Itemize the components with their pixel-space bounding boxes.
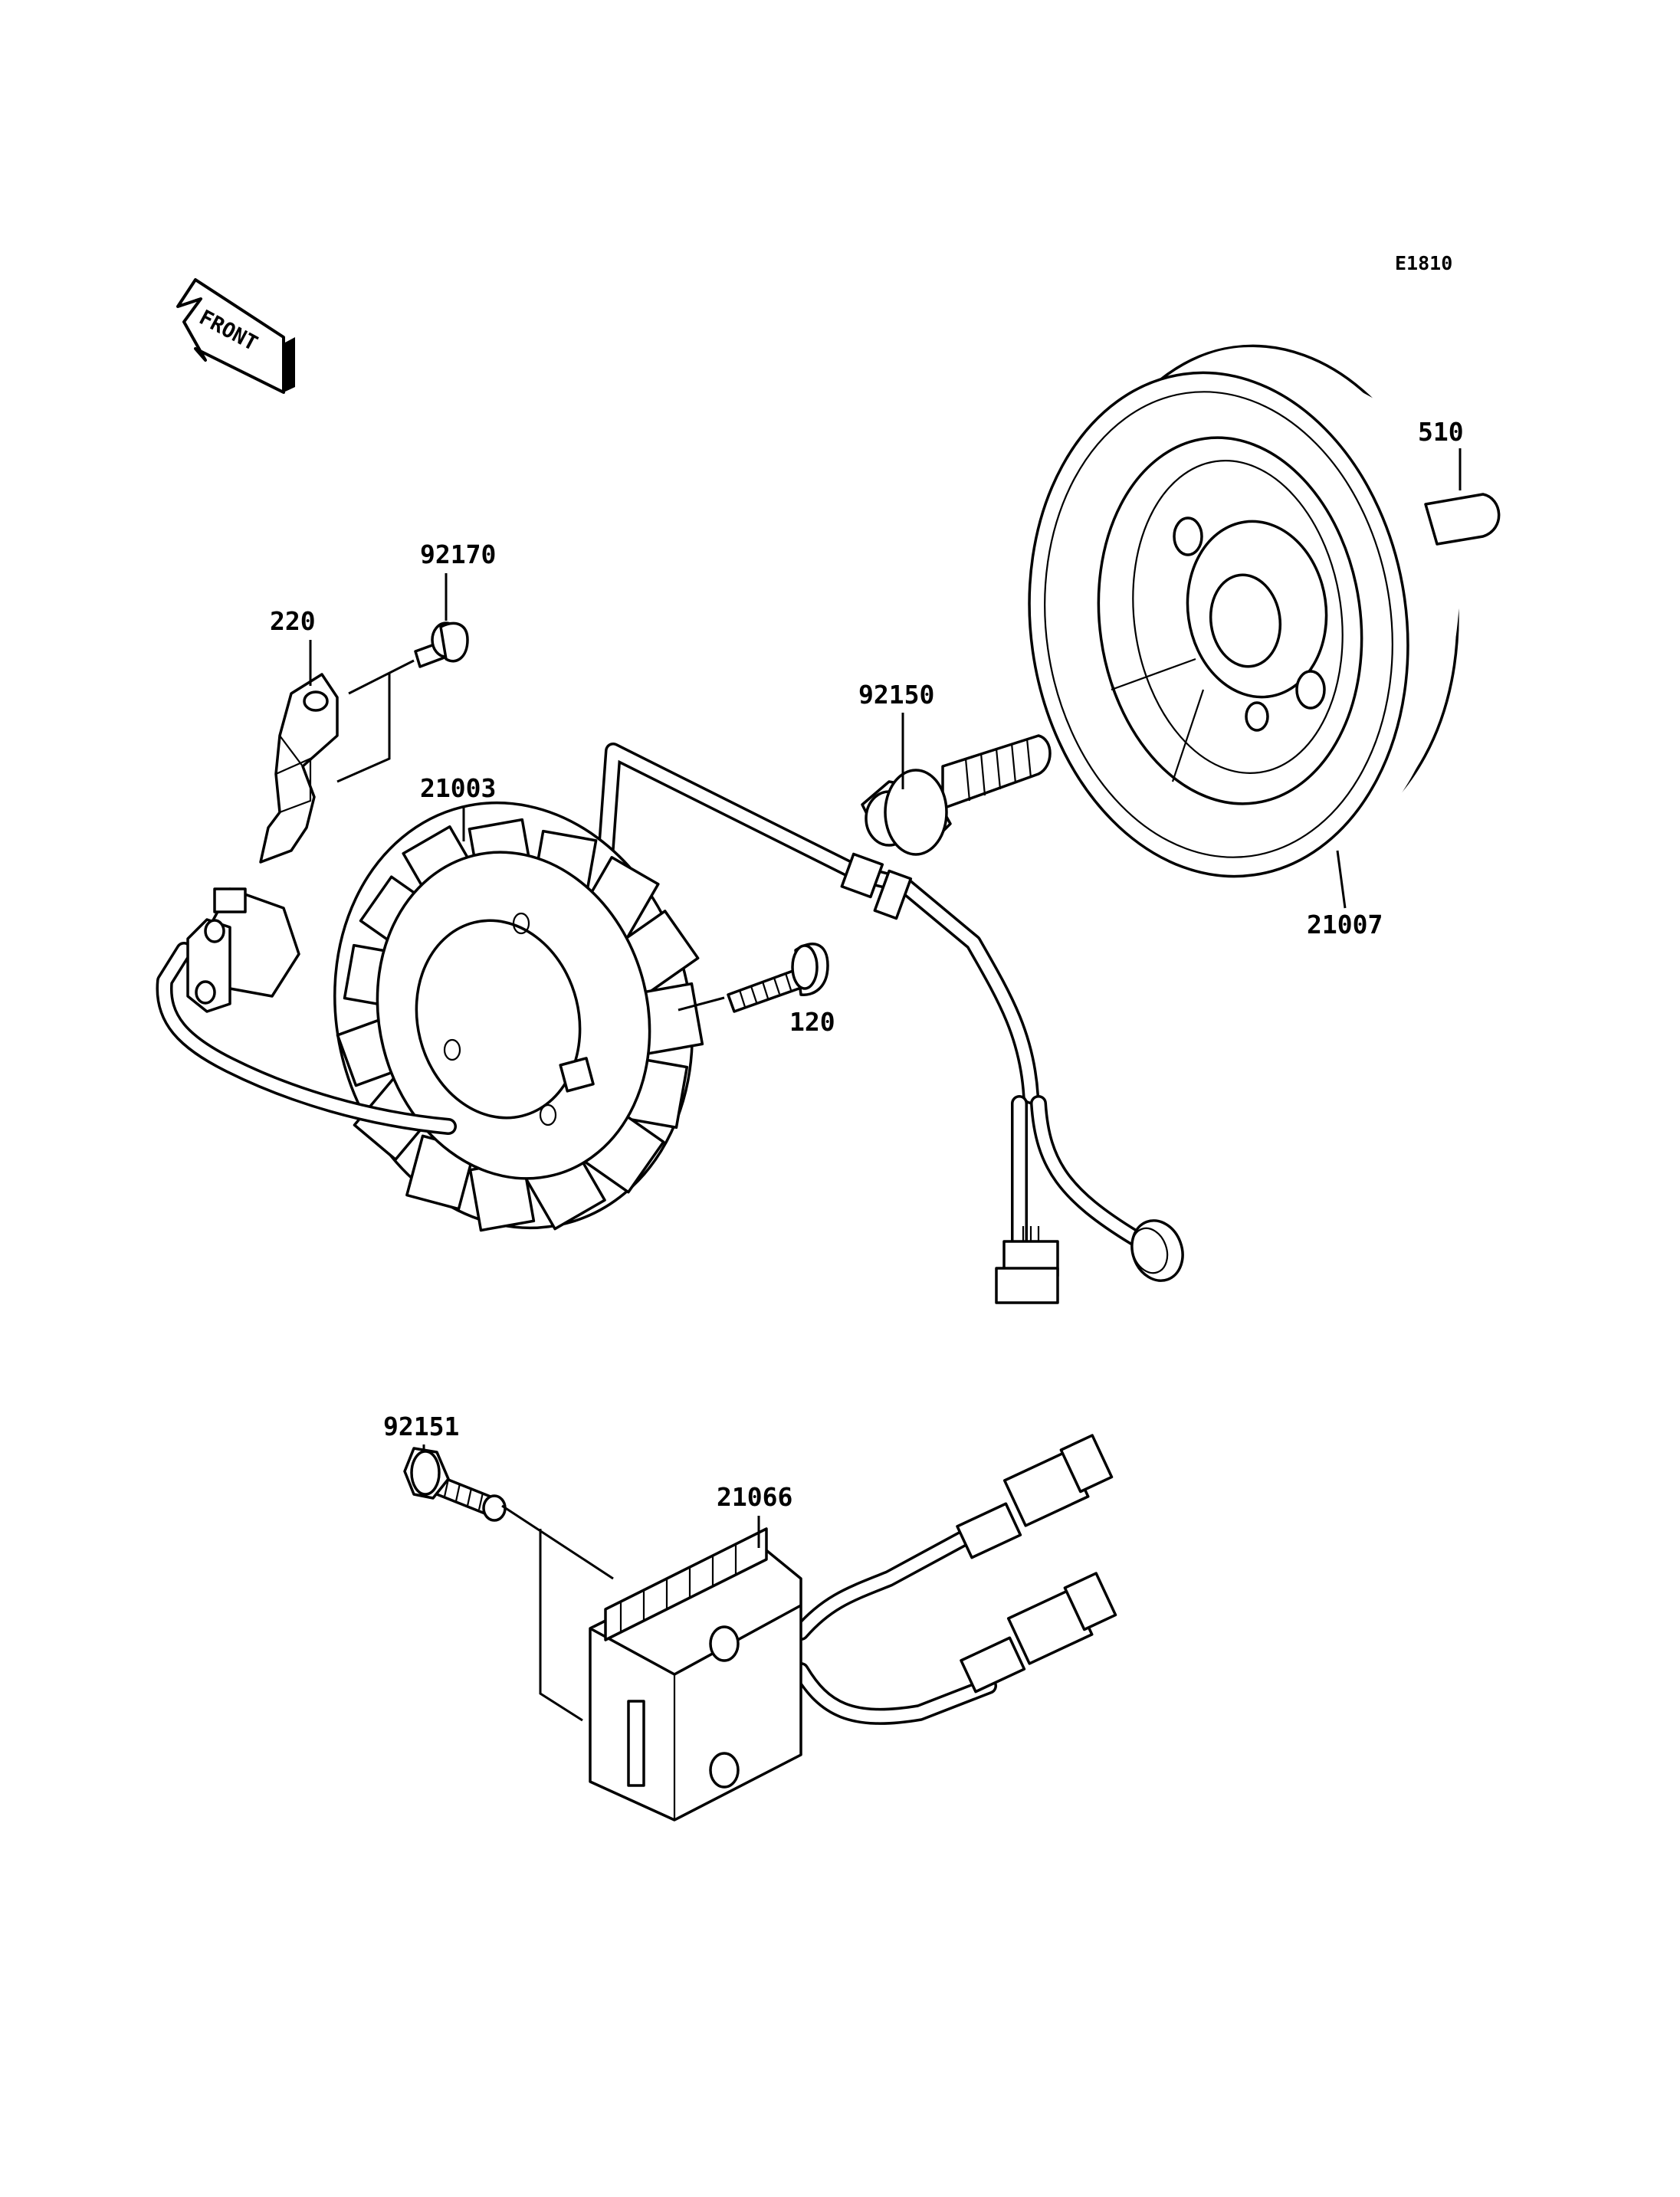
part-number-510: 510 [1418,417,1464,447]
regulator-rectifier-21066 [589,1434,1117,1822]
screw-220 [414,621,469,668]
bolt-92150 [861,734,1052,856]
rotor-21007 [1028,344,1461,909]
part-number-21007: 21007 [1307,910,1383,939]
woodruff-key-510 [1424,493,1501,546]
diagram-code: E1810 [1395,252,1452,274]
screw-120 [727,943,829,1013]
part-number-21003: 21003 [420,773,496,803]
part-number-220: 92170 [420,539,496,569]
part-number-92151: 92151 [383,1412,459,1441]
stator-21003 [156,743,1184,1304]
part-number-92170: 220 [270,606,316,636]
front-arrow-icon: FRONT [176,278,295,394]
part-number-120: 120 [789,1007,835,1037]
part-number-21066: 21066 [717,1482,792,1512]
bolt-92151 [403,1447,507,1522]
bracket-92170 [259,673,339,864]
part-number-92150: 92150 [858,680,934,710]
